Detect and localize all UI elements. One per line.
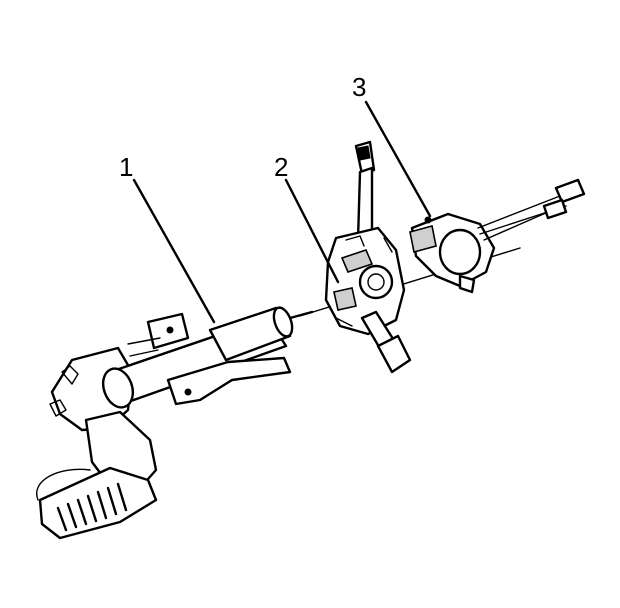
intermediate-shaft: [38, 466, 158, 540]
switch-side-block: [333, 287, 357, 311]
wire-connector-a: [554, 178, 586, 204]
clockspring-wire-c: [483, 211, 549, 241]
leader-line-2: [284, 178, 340, 284]
stalk-knob-tip: [357, 145, 371, 161]
housing-detail-lines: [335, 235, 393, 327]
switch-upper-block: [340, 249, 374, 273]
clockspring-wire-a: [477, 195, 561, 229]
upper-jacket-end: [272, 306, 294, 338]
callout-label-3: 3: [352, 72, 366, 102]
wire-harness-loop: [36, 468, 91, 501]
switch-inner-bore: [367, 273, 385, 291]
clockspring-lower-tab: [458, 274, 476, 294]
clockspring-connector-block: [409, 225, 437, 253]
lower-stalk-knob: [376, 334, 412, 374]
mount-bolt: [166, 326, 174, 334]
lower-mount-bracket: [166, 356, 292, 406]
bracket-tabs: [49, 365, 79, 417]
callout-label-2: 2: [274, 152, 288, 182]
leader-line-1: [132, 178, 216, 324]
clockspring-tab: [424, 216, 432, 224]
steering-shaft: [288, 310, 314, 320]
multifunction-switch: [324, 140, 412, 374]
wire-connector-b: [542, 198, 568, 220]
column-tube-end: [101, 367, 135, 409]
lower-mount-bolt: [184, 388, 192, 396]
callout-label-1: 1: [119, 152, 133, 182]
leader-line-3: [364, 100, 432, 218]
clockspring: [409, 178, 586, 294]
steering-column: [36, 306, 314, 540]
clockspring-rotor: [438, 228, 482, 276]
shaft-ribs: [56, 482, 128, 532]
column-detail-lines: [127, 337, 161, 357]
switch-center-bore: [358, 264, 394, 300]
